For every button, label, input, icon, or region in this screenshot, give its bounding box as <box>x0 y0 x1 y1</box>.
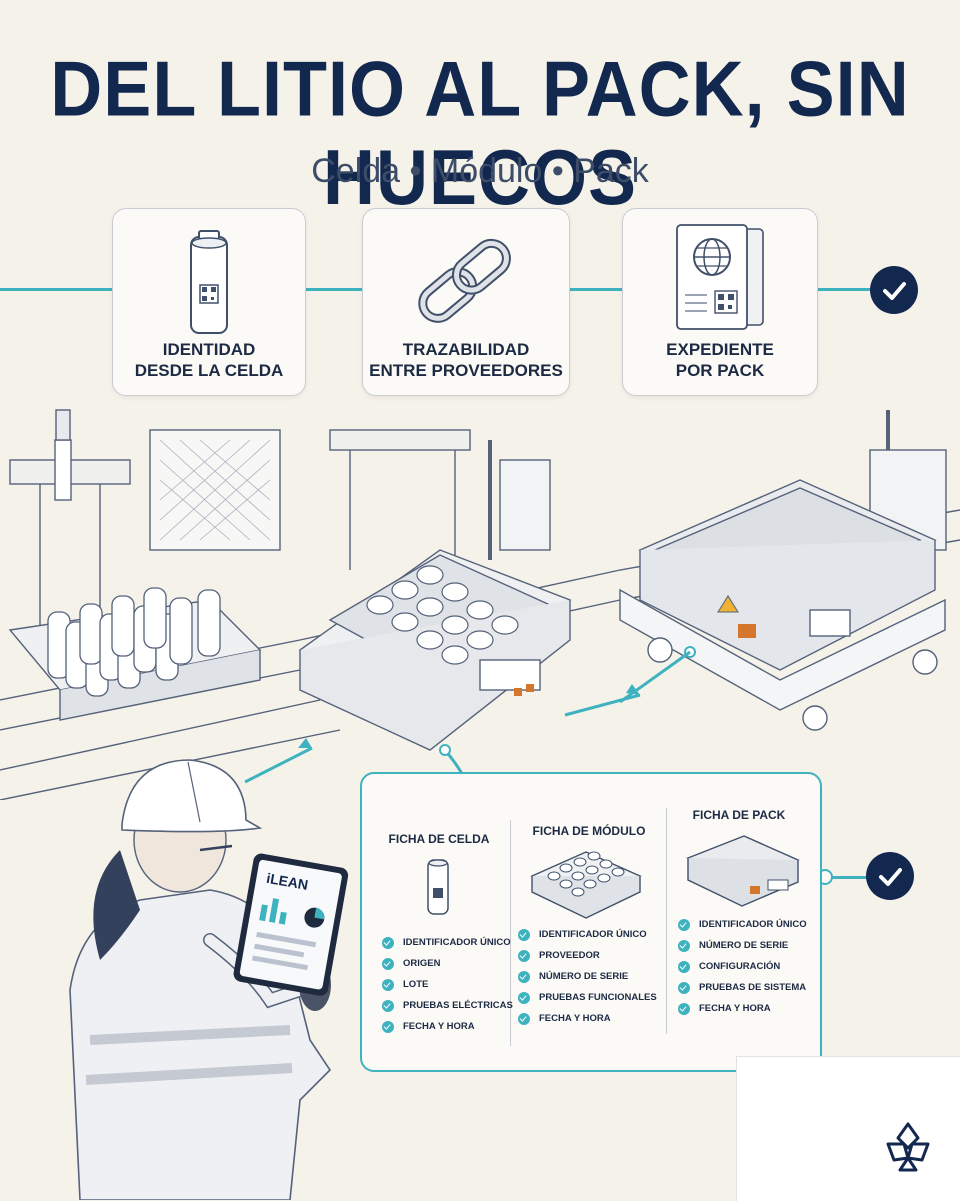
connector-line <box>826 876 870 879</box>
production-line-illustration <box>0 409 960 800</box>
check-icon <box>678 939 690 952</box>
list-item: ORIGEN <box>382 953 513 974</box>
list-item: NÚMERO DE SERIE <box>678 935 807 956</box>
list-item: IDENTIFICADOR ÚNICO <box>518 924 657 945</box>
list-item: PRUEBAS DE SISTEMA <box>678 977 807 998</box>
record-title-cell: FICHA DE CELDA <box>388 832 490 846</box>
list-item: LOTE <box>382 974 513 995</box>
list-item: NÚMERO DE SERIE <box>518 966 657 987</box>
check-icon <box>518 949 530 962</box>
brand-logo-icon <box>886 1122 930 1172</box>
check-icon <box>382 1020 394 1033</box>
check-icon <box>678 1002 690 1015</box>
check-icon <box>678 981 690 994</box>
check-icon <box>518 970 530 983</box>
record-title-pack: FICHA DE PACK <box>692 808 786 822</box>
check-icon <box>678 960 690 973</box>
worker-with-tablet-illustration: iLEAN <box>69 759 349 1200</box>
list-item: PRUEBAS FUNCIONALES <box>518 987 657 1008</box>
list-item: PROVEEDOR <box>518 945 657 966</box>
brand-corner <box>736 1056 960 1201</box>
list-item: FECHA Y HORA <box>678 998 807 1019</box>
list-item: IDENTIFICADOR ÚNICO <box>678 914 807 935</box>
check-icon <box>678 918 690 931</box>
column-divider <box>510 820 511 1046</box>
check-icon <box>518 1012 530 1025</box>
check-icon <box>518 991 530 1004</box>
check-icon <box>382 936 394 949</box>
list-item: FECHA Y HORA <box>518 1008 657 1029</box>
tablet-brand-label: iLEAN <box>265 870 309 893</box>
check-icon <box>382 957 394 970</box>
chain-link-icon <box>418 238 511 323</box>
list-item: IDENTIFICADOR ÚNICO <box>382 932 513 953</box>
cell-record-list: IDENTIFICADOR ÚNICO ORIGEN LOTE PRUEBAS … <box>382 932 513 1037</box>
module-record-list: IDENTIFICADOR ÚNICO PROVEEDOR NÚMERO DE … <box>518 924 657 1029</box>
column-divider <box>666 808 667 1034</box>
pack-record-list: IDENTIFICADOR ÚNICO NÚMERO DE SERIE CONF… <box>678 914 807 1019</box>
step-card-pack-record: EXPEDIENTE POR PACK <box>622 208 818 396</box>
step-card-cell-identity: IDENTIDAD DESDE LA CELDA <box>112 208 306 396</box>
connector-line <box>568 288 624 291</box>
passport-icon <box>676 224 764 330</box>
cell-thumbnail-icon <box>427 859 449 915</box>
step-card-traceability: TRAZABILIDAD ENTRE PROVEEDORES <box>362 208 570 396</box>
step-label: EXPEDIENTE POR PACK <box>666 340 774 380</box>
step-label: TRAZABILIDAD ENTRE PROVEEDORES <box>369 340 563 380</box>
connector-line <box>816 288 876 291</box>
list-item: PRUEBAS ELÉCTRICAS <box>382 995 513 1016</box>
list-item: CONFIGURACIÓN <box>678 956 807 977</box>
check-icon <box>382 978 394 991</box>
page-subtitle: Celda • Módulo • Pack <box>311 152 649 190</box>
module-thumbnail-icon <box>530 851 642 919</box>
list-item: FECHA Y HORA <box>382 1016 513 1037</box>
pack-thumbnail-icon <box>686 835 800 907</box>
check-badge-icon <box>866 852 914 900</box>
connector-line <box>0 288 112 291</box>
check-icon <box>382 999 394 1012</box>
connector-line <box>304 288 364 291</box>
page-title: DEL LITIO AL PACK, SIN HUECOS <box>50 46 910 222</box>
check-badge-icon <box>870 266 918 314</box>
traceability-records-panel: FICHA DE CELDA FICHA DE MÓDULO FICHA DE … <box>360 772 822 1072</box>
record-title-module: FICHA DE MÓDULO <box>532 824 646 838</box>
battery-cell-icon <box>190 230 228 334</box>
check-icon <box>518 928 530 941</box>
step-label: IDENTIDAD DESDE LA CELDA <box>134 340 284 380</box>
